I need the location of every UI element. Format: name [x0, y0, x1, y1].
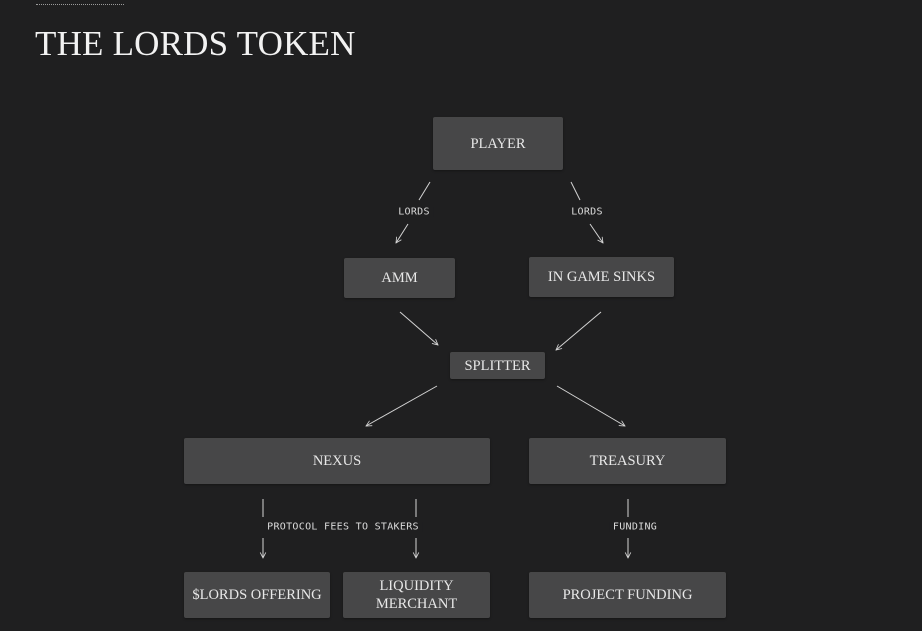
- node-liquidity-merchant-label-line2: MERCHANT: [375, 596, 458, 612]
- node-treasury: TREASURY: [529, 438, 726, 484]
- node-lords-offering-label: $LORDS OFFERING: [192, 587, 322, 603]
- node-amm: AMM: [344, 258, 455, 298]
- edge-player-amm-upper: [418, 181, 431, 201]
- node-liquidity-merchant: LIQUIDITY MERCHANT: [343, 572, 490, 618]
- node-treasury-label: TREASURY: [589, 453, 666, 469]
- edge-player-amm-lower: [396, 223, 409, 243]
- node-project-funding: PROJECT FUNDING: [529, 572, 726, 618]
- edge-label-protocol-fees: PROTOCOL FEES TO STAKERS: [264, 521, 422, 533]
- node-lords-offering: $LORDS OFFERING: [184, 572, 330, 618]
- page-title: THE LORDS TOKEN: [35, 24, 356, 63]
- node-in-game-sinks-label: IN GAME SINKS: [547, 269, 656, 285]
- edge-player-sinks-lower: [589, 223, 603, 243]
- edge-sinks-splitter: [556, 311, 602, 350]
- node-nexus-label: NEXUS: [312, 453, 362, 469]
- node-player-label: PLAYER: [470, 135, 526, 152]
- node-player: PLAYER: [433, 117, 563, 170]
- node-project-funding-label: PROJECT FUNDING: [562, 587, 693, 603]
- edge-label-player-sinks: LORDS: [568, 206, 606, 218]
- node-splitter-label: SPLITTER: [464, 357, 531, 374]
- node-splitter: SPLITTER: [450, 352, 545, 379]
- edge-label-player-amm: LORDS: [395, 206, 433, 218]
- edge-label-funding: FUNDING: [609, 521, 661, 533]
- top-divider: [36, 4, 124, 5]
- node-liquidity-merchant-label-line1: LIQUIDITY: [379, 578, 454, 594]
- edge-splitter-nexus: [366, 385, 438, 426]
- edge-amm-splitter: [399, 311, 438, 345]
- node-amm-label: AMM: [381, 270, 418, 286]
- node-in-game-sinks: IN GAME SINKS: [529, 257, 674, 297]
- node-nexus: NEXUS: [184, 438, 490, 484]
- edge-player-sinks-upper: [570, 181, 581, 201]
- edge-splitter-treasury: [556, 385, 625, 426]
